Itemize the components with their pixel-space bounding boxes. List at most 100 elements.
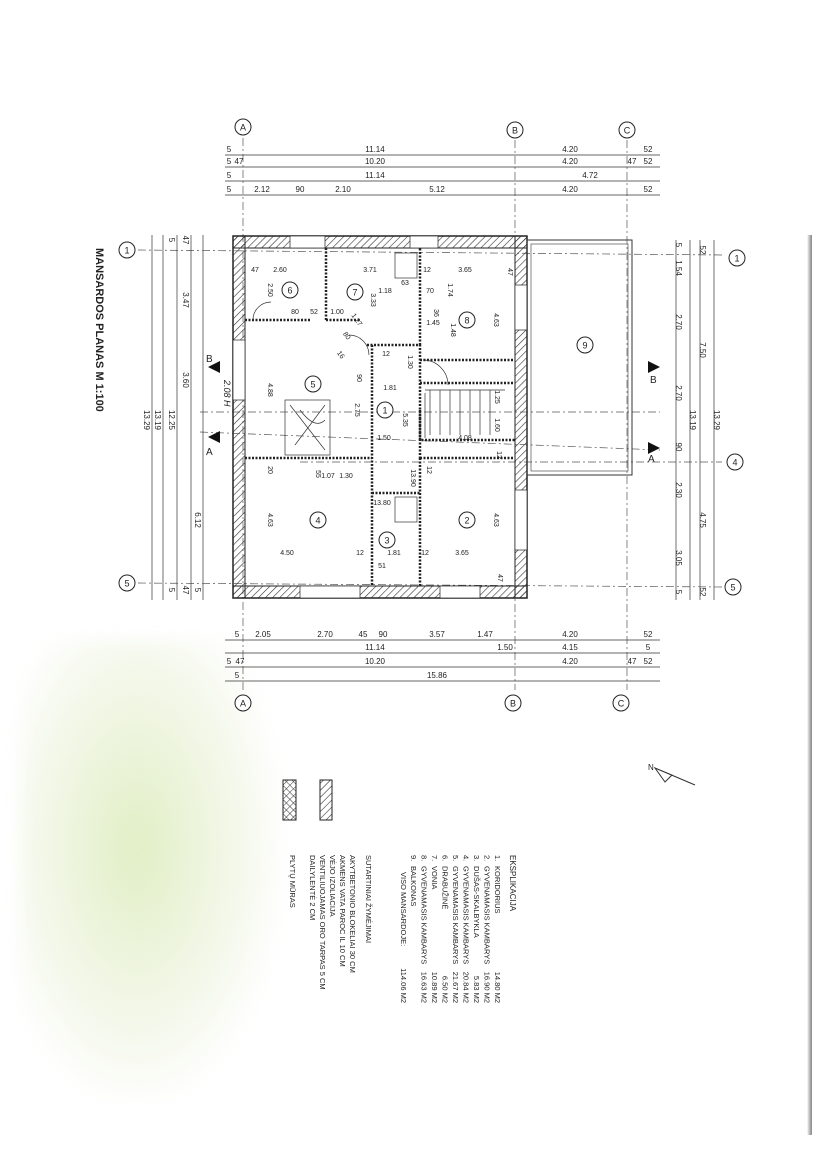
section-b-left: B — [206, 354, 213, 365]
dim-interior: 3.65 — [458, 267, 472, 274]
legend-item-name: GYVENAMASIS KAMBARYS — [462, 866, 471, 964]
drawing-title: MANSARDOS PLANAS M 1:100 — [93, 248, 105, 412]
room-number-1: 1 — [382, 406, 387, 416]
legend-total-value: 114.06 M2 — [399, 968, 408, 1003]
axis-lines — [137, 138, 726, 690]
room-number-5-circle — [304, 375, 322, 393]
dim-right: 52 — [698, 246, 707, 255]
room-number-4: 4 — [315, 516, 320, 526]
legend-item-name: VONIA — [430, 866, 439, 889]
legend-item-number: 8. — [420, 855, 429, 861]
axis-right-5-circle — [724, 578, 742, 596]
legend-item-name: DUŠAS-SKALBYKLA — [472, 866, 481, 938]
dim-interior: 47 — [506, 268, 513, 276]
legend-item-name: GYVENAMASIS KAMBARYS — [420, 866, 429, 964]
legend-item-number: 3. — [472, 855, 481, 861]
legend-symbol-label: AKMENS VATA PAROC IL 10 CM — [338, 855, 347, 967]
axis-right-5: 5 — [730, 583, 735, 593]
dim-bottom: 5 — [646, 643, 651, 652]
dim-interior: 1.48 — [449, 323, 456, 337]
legend-item-area: 10.89 M2 — [430, 972, 439, 1003]
dim-interior: 3.65 — [455, 550, 469, 557]
legend-item-name: BALKONAS — [409, 866, 418, 906]
dim-top: 52 — [644, 185, 653, 194]
dim-top: 52 — [644, 157, 653, 166]
svg-text:N: N — [648, 763, 654, 772]
dim-left: 3.60 — [181, 372, 190, 388]
dim-interior: 4.50 — [280, 550, 294, 557]
dim-interior: 13.90 — [409, 469, 416, 487]
legend-symbol-label: DAILYLENTĖ 2 CM — [308, 855, 317, 920]
legend-item-area: 5.83 M2 — [472, 976, 481, 1003]
dim-top: 47 — [235, 157, 244, 166]
dim-top: 2.10 — [335, 185, 351, 194]
legend-item-number: 7. — [430, 855, 439, 861]
dim-interior: 4.88 — [266, 383, 273, 397]
dim-left: 47 — [181, 236, 190, 245]
balcony — [526, 239, 633, 476]
dim-interior: 5.35 — [401, 413, 408, 427]
axis-left-1: 1 — [124, 246, 129, 256]
dim-right: 5 — [674, 590, 683, 595]
dim-bottom: 4.15 — [562, 643, 578, 652]
dim-interior: 1.60 — [493, 418, 500, 432]
axis-top-C: C — [624, 126, 631, 136]
dim-right: 52 — [698, 588, 707, 597]
legend-brick-label: PLYTŲ MŪRAS — [288, 855, 297, 908]
dim-interior: 1.74 — [446, 283, 453, 297]
axis-top-B: B — [512, 126, 518, 136]
dim-right: 1.54 — [674, 260, 683, 276]
legend-item-area: 16.63 M2 — [420, 972, 429, 1003]
dim-top: 47 — [628, 157, 637, 166]
room-number-7: 7 — [352, 288, 357, 298]
room-number-3-circle — [378, 531, 396, 549]
room-number-8-circle — [458, 311, 476, 329]
dim-top: 4.20 — [562, 185, 578, 194]
legend-item-name: DRABUŽINĖ — [441, 866, 450, 909]
legend-item-area: 21.67 M2 — [451, 972, 460, 1003]
section-b-right: B — [650, 375, 657, 386]
dim-bottom: 15.86 — [427, 671, 448, 680]
legend-item-number: 1. — [493, 855, 502, 861]
dim-interior: 1.30 — [339, 473, 353, 480]
dim-interior: 4.63 — [266, 513, 273, 527]
dim-interior: 1.81 — [383, 385, 397, 392]
axis-bottom-C: C — [618, 699, 625, 709]
dim-top: 52 — [644, 145, 653, 154]
scan-stain — [20, 640, 280, 1100]
room-number-7-circle — [346, 283, 364, 301]
legend-item-name: GYVENAMASIS KAMBARYS — [451, 866, 460, 964]
room-number-9-circle — [576, 336, 594, 354]
dim-top: 4.20 — [562, 157, 578, 166]
dim-interior: 1.45 — [426, 320, 440, 327]
dim-interior: 52 — [310, 309, 318, 316]
dim-left: 13.19 — [153, 410, 162, 431]
room-number-6: 6 — [287, 286, 292, 296]
dim-interior: 3.71 — [363, 267, 377, 274]
dim-left: 5 — [167, 238, 176, 243]
legend-heading: EKSPLIKACIJA — [508, 855, 517, 912]
room-number-1-circle — [376, 401, 394, 419]
legend-item-number: 4. — [462, 855, 471, 861]
dim-bottom: 45 — [359, 630, 368, 639]
dim-right: 13.29 — [712, 410, 721, 431]
dim-top: 11.14 — [365, 145, 385, 154]
dim-left: 3.47 — [181, 292, 190, 308]
dim-interior: 51 — [378, 563, 386, 570]
dim-interior: 70 — [426, 288, 434, 295]
axis-right-4-circle — [726, 453, 744, 471]
axis-bottom-B-circle — [504, 694, 522, 712]
dim-bottom: 5 — [227, 657, 232, 666]
dim-top: 4.20 — [562, 145, 578, 154]
axis-left-1-circle — [118, 241, 136, 259]
dim-interior: 2.60 — [273, 267, 287, 274]
dim-top: 5 — [227, 185, 232, 194]
page-edge-shadow — [807, 235, 812, 1135]
dim-left: 47 — [181, 586, 190, 595]
dim-interior: 80 — [291, 309, 299, 316]
dim-interior: 4.63 — [492, 313, 499, 327]
dim-right: 7.50 — [698, 342, 707, 358]
dim-interior: 12 — [423, 267, 431, 274]
handwritten-height-note: 2.08 H — [222, 379, 232, 407]
